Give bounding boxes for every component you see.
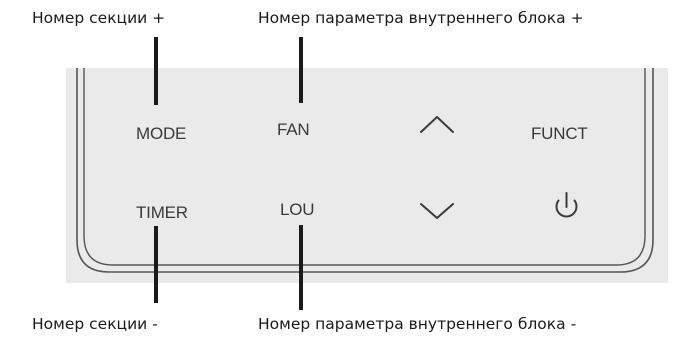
callout-indoor-param-plus: Номер параметра внутреннего блока +	[258, 9, 584, 27]
panel-background	[66, 68, 668, 283]
panel-outer-outline	[76, 68, 654, 273]
mode-button[interactable]: MODE	[136, 124, 187, 143]
callout-indoor-param-minus: Номер параметра внутреннего блока -	[258, 315, 577, 333]
timer-button[interactable]: TIMER	[136, 203, 188, 222]
funct-button[interactable]: FUNCT	[531, 124, 588, 143]
pointer-line-timer	[154, 226, 158, 303]
panel-inner-outline	[83, 68, 646, 266]
pointer-line-lou	[299, 225, 303, 310]
lou-button[interactable]: LOU	[280, 200, 315, 219]
callout-section-plus: Номер секции +	[32, 9, 166, 27]
power-icon[interactable]	[555, 192, 578, 218]
chevron-up-icon[interactable]	[420, 116, 454, 133]
pointer-line-mode	[154, 37, 158, 105]
pointer-line-fan	[299, 37, 303, 103]
fan-button[interactable]: FAN	[277, 120, 310, 139]
chevron-down-icon[interactable]	[420, 203, 454, 219]
callout-section-minus: Номер секции -	[32, 315, 158, 333]
